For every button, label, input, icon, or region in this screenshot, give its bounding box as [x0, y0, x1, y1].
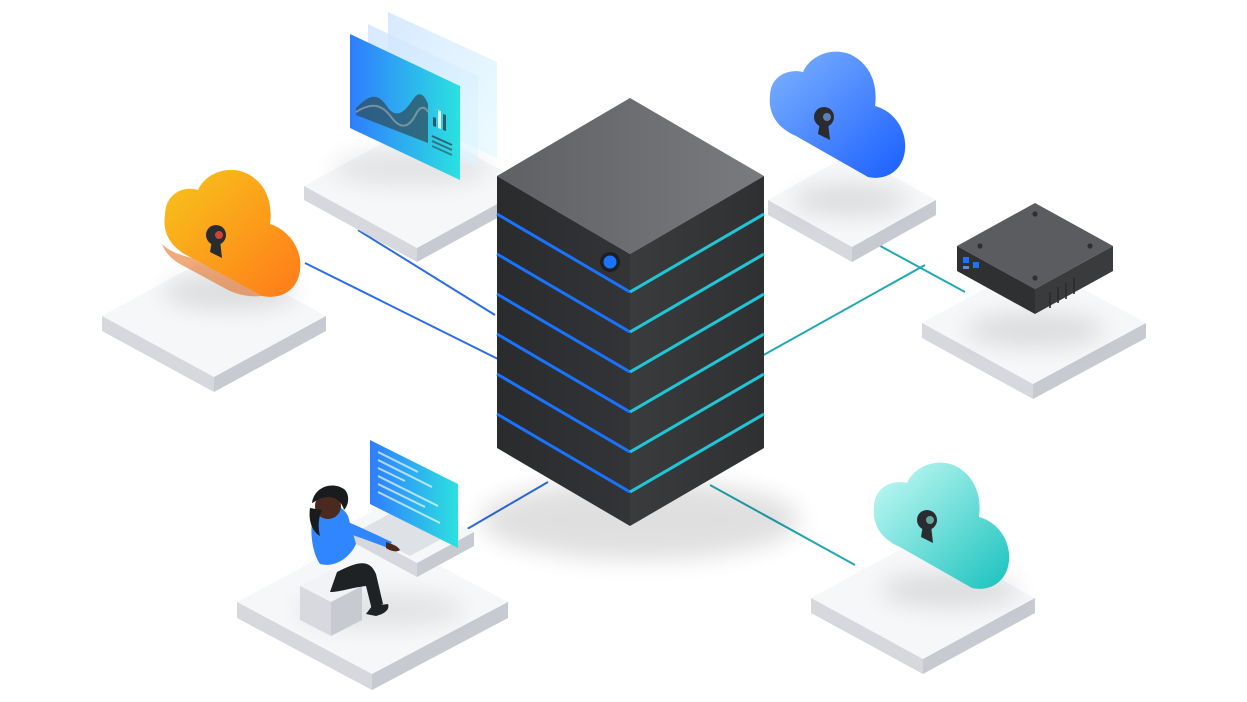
keyhole-icon — [814, 107, 834, 140]
person — [309, 485, 400, 616]
server-top-face — [497, 98, 764, 254]
cloud-lock-blue — [769, 51, 906, 178]
connector-right-cloud — [759, 264, 926, 358]
server-right-face — [630, 176, 764, 526]
power-led-icon — [600, 252, 620, 272]
connector-left-cloud — [304, 262, 501, 361]
rack-server-icon — [957, 203, 1113, 314]
rack-leds — [963, 257, 979, 269]
rack-vents — [1049, 278, 1075, 308]
keyhole-icon — [206, 225, 226, 258]
keyhole-icon — [917, 510, 937, 543]
connector-top-screen — [357, 229, 496, 316]
screen-front — [350, 34, 460, 180]
terminal-lines — [377, 451, 441, 524]
terminal-screen — [370, 440, 458, 548]
chart-area-icon — [355, 94, 429, 143]
user-workstation — [300, 440, 474, 636]
rack-screws — [977, 211, 1093, 281]
cloud-lock-teal — [873, 462, 1010, 589]
cloud-lock-orange — [162, 169, 301, 297]
server-left-face — [497, 176, 630, 526]
server-rails — [496, 212, 765, 494]
analytics-screens — [350, 12, 497, 180]
bars-icon — [431, 110, 453, 156]
server-tower — [496, 98, 765, 526]
